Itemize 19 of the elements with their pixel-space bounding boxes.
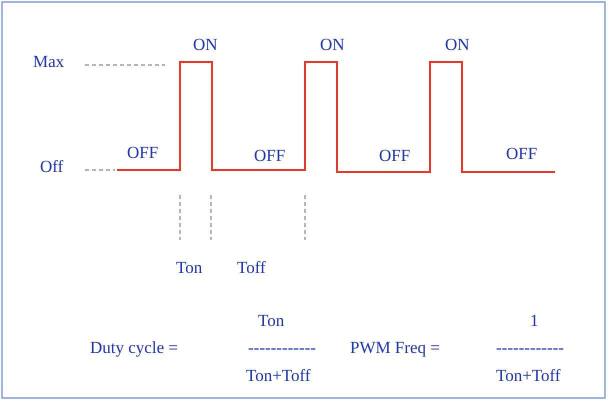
formula-text: PWM Freq = xyxy=(350,338,440,358)
state-label: OFF xyxy=(254,146,286,166)
state-label: ON xyxy=(320,35,345,55)
state-label: ON xyxy=(445,35,470,55)
formula-text: Ton+Toff xyxy=(496,366,560,386)
formula-text: 1 xyxy=(530,311,538,331)
fraction-line-text: ------------ xyxy=(496,338,564,358)
fraction-line-text: ------------ xyxy=(248,338,316,358)
formula-text: Ton+Toff xyxy=(246,366,310,386)
timing-label: Toff xyxy=(237,258,266,278)
level-label: Max xyxy=(33,52,64,72)
state-label: OFF xyxy=(127,143,158,163)
state-label: OFF xyxy=(506,144,538,164)
state-label: OFF xyxy=(379,146,410,166)
formula-text: Ton xyxy=(258,311,284,331)
state-label: ON xyxy=(193,35,218,55)
formula-text: Duty cycle = xyxy=(90,338,178,358)
level-label: Off xyxy=(40,157,64,177)
timing-label: Ton xyxy=(176,258,202,278)
